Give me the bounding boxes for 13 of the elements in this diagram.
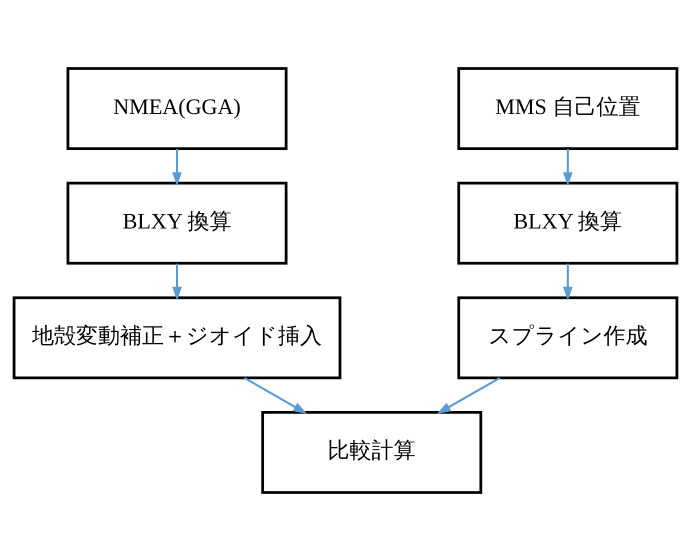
node-box: スプライン作成 xyxy=(457,296,678,379)
node-box: MMS 自己位置 xyxy=(457,66,678,150)
node-box: BLXY 換算 xyxy=(457,181,678,264)
arrow xyxy=(563,263,573,300)
node-box: 比較計算 xyxy=(261,410,482,494)
arrow xyxy=(172,263,182,300)
node-box: 地殻変動補正＋ジオイド挿入 xyxy=(12,296,342,379)
node-box: BLXY 換算 xyxy=(66,181,288,264)
arrow xyxy=(436,376,500,414)
arrow xyxy=(563,148,573,186)
arrow xyxy=(244,376,308,414)
node-box: NMEA(GGA) xyxy=(66,66,288,150)
arrow xyxy=(172,148,182,186)
